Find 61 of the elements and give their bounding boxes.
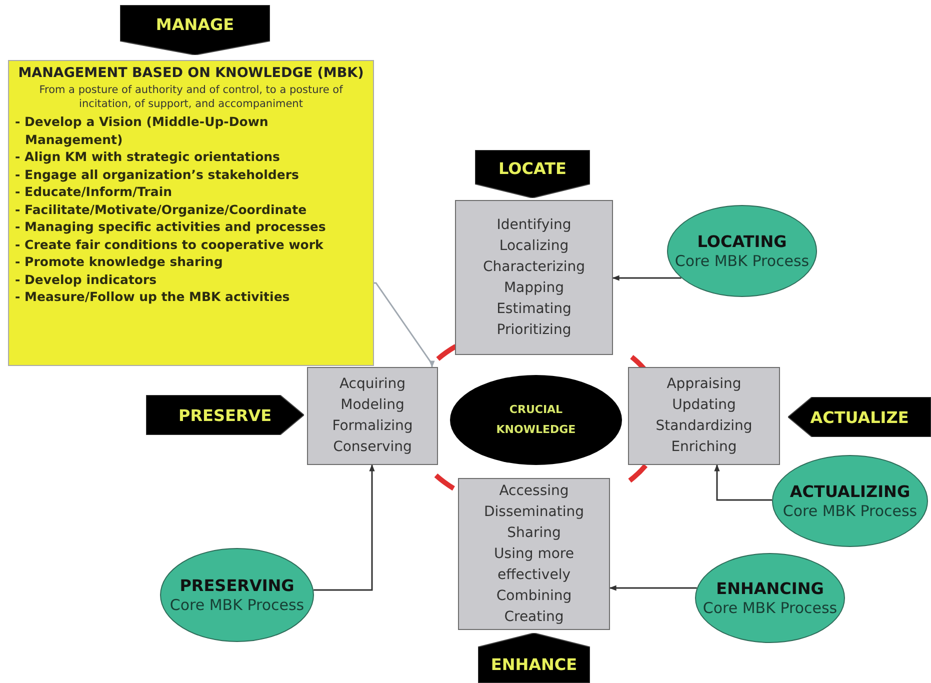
activity-label: Modeling [340, 396, 404, 415]
bullet-item: - Educate/Inform/Train [15, 183, 174, 200]
tag-label: PRESERVE [178, 406, 272, 424]
activity-label: Enriching [671, 438, 737, 457]
activity-label: Mapping [504, 278, 564, 298]
process-subtitle: Core MBK Process [782, 502, 918, 520]
pointer-tag [478, 633, 590, 683]
arrow [609, 585, 697, 591]
bullet-item: - Develop a Vision (Middle-Up-Down Management) [15, 113, 270, 148]
activity-label: Formalizing [332, 417, 413, 436]
arrow [374, 282, 435, 368]
panel-subtitle: From a posture of authority and of control, to a posture of incitation, of support, and accompaniment [38, 83, 344, 111]
activity-label: Using more effectively [493, 544, 575, 584]
activity-label: Accessing [499, 482, 569, 500]
bullet-item: - Develop indicators [15, 270, 158, 288]
activity-label: Creating [504, 608, 564, 626]
bullet-item: - Promote knowledge sharing [15, 253, 224, 270]
activity-label: Standardizing [656, 417, 752, 436]
tag-label: ENHANCE [490, 654, 578, 674]
tag-label: MANAGE [156, 14, 234, 34]
arrow [714, 464, 772, 501]
activity-label: Updating [672, 396, 736, 415]
activity-label: Combining [496, 586, 572, 606]
activity-label: Disseminating [484, 502, 584, 522]
process-subtitle: Core MBK Process [170, 596, 304, 614]
process-subtitle: Core MBK Process [674, 252, 810, 270]
process-subtitle: Core MBK Process [702, 598, 838, 618]
process-box [307, 367, 438, 465]
activity-label: Estimating [496, 300, 572, 318]
bullet-item: - Engage all organization’s stakeholders [15, 166, 300, 183]
process-title: ACTUALIZING [790, 482, 910, 502]
pointer-tag [475, 150, 590, 198]
arrow [612, 275, 682, 281]
bullet-item: - Align KM with strategic orientations [15, 148, 281, 166]
activity-label: Sharing [507, 524, 561, 542]
text-panel [8, 60, 374, 366]
pointer-tag [120, 5, 270, 55]
bullet-item: - Create fair conditions to cooperative work [15, 236, 324, 253]
activity-label: Identifying [496, 216, 572, 234]
activity-label: Localizing [499, 236, 569, 256]
activity-label: Prioritizing [496, 320, 572, 340]
process-title: ENHANCING [716, 578, 824, 598]
pointer-tag [146, 395, 304, 435]
activity-label: Appraising [666, 375, 742, 394]
center-label: CRUCIAL KNOWLEDGE [495, 402, 577, 438]
process-title: LOCATING [697, 232, 787, 252]
process-box [628, 367, 780, 465]
pointer-tag [788, 397, 931, 437]
tag-label: ACTUALIZE [810, 408, 909, 426]
process-box [458, 478, 610, 630]
panel-heading: MANAGEMENT BASED ON KNOWLEDGE (MBK) [17, 65, 365, 82]
bullet-item: - Facilitate/Motivate/Organize/Coordinate [15, 200, 308, 218]
tag-label: LOCATE [498, 158, 566, 178]
process-box [455, 200, 613, 355]
activity-label: Characterizing [482, 258, 585, 276]
process-title: PRESERVING [180, 576, 294, 596]
activity-label: Conserving [333, 438, 412, 457]
activity-label: Acquiring [339, 375, 406, 394]
bullet-item: - Measure/Follow up the MBK activities [15, 288, 291, 306]
arrow [314, 464, 375, 591]
bullet-item: - Managing specific activities and processes [15, 218, 327, 236]
